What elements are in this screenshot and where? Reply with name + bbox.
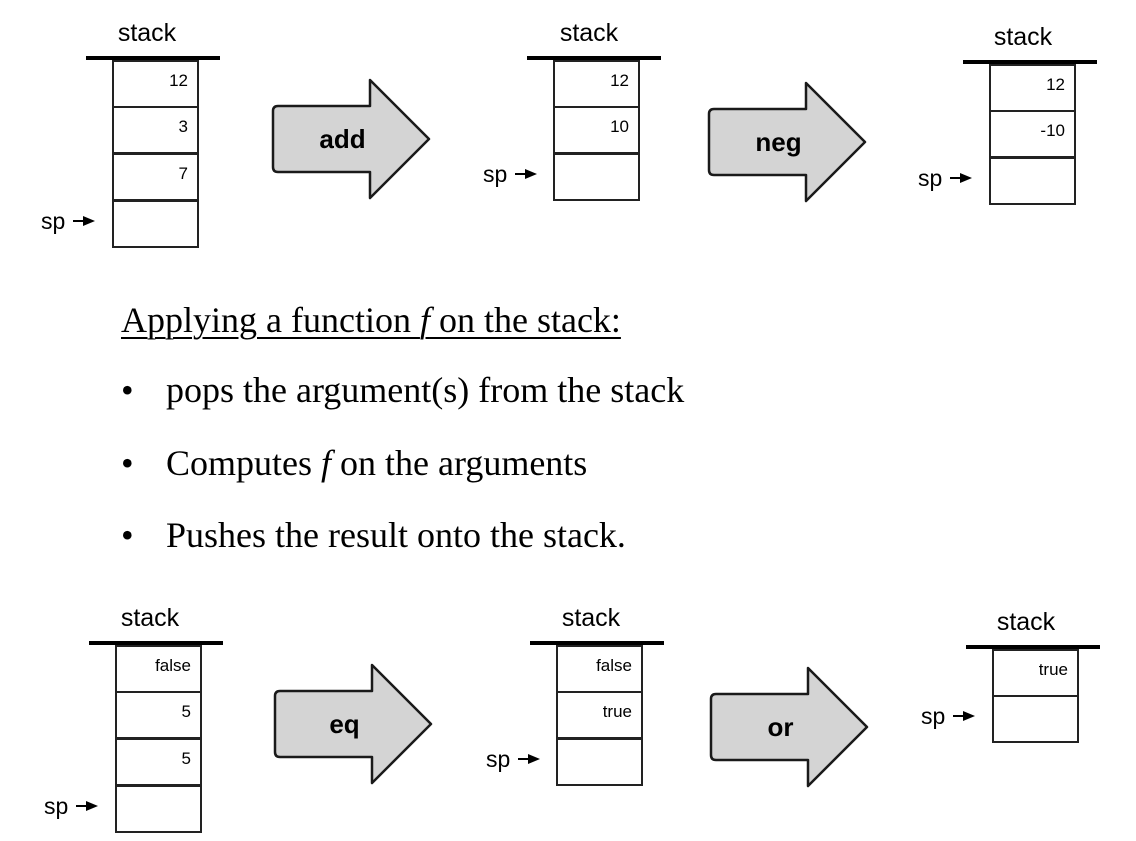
stack-cell-empty [992,695,1079,743]
stack-title: stack [561,604,621,632]
operation-label: neg [755,127,802,157]
operation-eq: eq [272,663,434,785]
sp-label: sp [921,703,946,729]
operation-label: eq [329,709,360,739]
heading-text-after: on the stack: [429,300,621,340]
bullet-text: pops the argument(s) from the stack [166,370,685,410]
stack-pointer: sp [44,793,99,819]
bullet-item: • Computes f on the arguments [121,441,587,485]
stack-pointer: sp [41,208,96,234]
stack-top-bar [530,641,664,645]
stack-cell: true [556,691,643,739]
stack-top-bar [89,641,223,645]
stack-cell-empty [112,200,199,248]
bullet-dot: • [121,370,134,410]
operation-label: add [319,124,366,154]
stack-title: stack [993,23,1053,51]
stack-pointer: sp [921,703,976,729]
stack-cell: false [115,645,202,693]
stack-pointer: sp [918,165,973,191]
bullet-dot: • [121,515,134,555]
operation-arrow-icon [707,81,867,203]
bullet-dot: • [121,443,134,483]
sp-label: sp [41,208,66,234]
stack-top-bar [527,56,661,60]
stack-cell: 7 [112,153,199,201]
stack-top-bar [963,60,1097,64]
operation-arrow-icon [273,663,433,785]
stack-title: stack [559,19,619,47]
operation-arrow-icon [709,666,869,788]
stack-cell-empty [115,785,202,833]
operation-label: or [767,712,794,742]
operation-or: or [708,666,870,788]
pointer-arrow-icon [73,215,96,226]
stack-pointer: sp [483,161,538,187]
stack-title: stack [120,604,180,632]
stack-top-bar [86,56,220,60]
stack-cell: 3 [112,106,199,154]
bullet-text: Pushes the result onto the stack. [166,515,626,555]
stack-cell: 5 [115,738,202,786]
stack-pointer: sp [486,746,541,772]
stack-cell: false [556,645,643,693]
pointer-arrow-icon [950,172,973,183]
sp-label: sp [918,165,943,191]
bullet-function: f [321,443,332,483]
operation-neg: neg [706,81,868,203]
stack-cell: 10 [553,106,640,154]
stack-title: stack [996,608,1056,636]
stack-cell: 12 [112,60,199,108]
operation-add: add [270,78,432,200]
heading-text-before: Applying a function [121,300,420,340]
pointer-arrow-icon [953,710,976,721]
bullet-item: • pops the argument(s) from the stack [121,368,684,412]
stack-title: stack [117,19,177,47]
pointer-arrow-icon [518,753,541,764]
sp-label: sp [486,746,511,772]
stack-cell: -10 [989,110,1076,158]
stack-cell: 12 [989,64,1076,112]
stack-cell: 12 [553,60,640,108]
bullet-text-after: on the arguments [331,443,588,483]
stack-cell-empty [556,738,643,786]
heading: Applying a function f on the stack: [121,298,621,342]
pointer-arrow-icon [515,168,538,179]
sp-label: sp [44,793,69,819]
stack-cell: true [992,649,1079,697]
pointer-arrow-icon [76,800,99,811]
bullet-item: • Pushes the result onto the stack. [121,513,626,557]
stack-top-bar [966,645,1100,649]
bullet-text: Computes [166,443,322,483]
heading-function: f [419,300,430,340]
stack-cell-empty [989,157,1076,205]
stack-cell-empty [553,153,640,201]
sp-label: sp [483,161,508,187]
operation-arrow-icon [271,78,431,200]
stack-cell: 5 [115,691,202,739]
